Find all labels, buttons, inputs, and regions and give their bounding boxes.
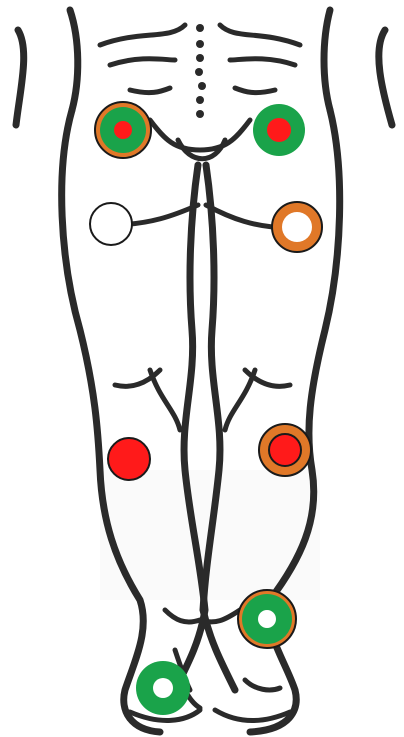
left-arm-outline [16,30,24,125]
hip-curve [150,120,250,150]
right-toe-line [245,680,280,690]
spine-dots [195,24,206,118]
left-torso-outline [70,10,78,110]
left-rib-line [110,59,175,65]
left-calf-branch-2 [150,370,180,430]
right-hip-marker [253,104,305,156]
right-knee-marker [272,202,322,252]
left-foot-marker [136,661,190,715]
right-chest-line [220,25,300,45]
left-calf-marker [108,438,150,480]
left-chest-line [100,25,185,45]
right-arm-outline [379,30,392,125]
right-abdomen-line [235,88,275,93]
right-foot-bottom [215,710,290,720]
right-rib-line [230,59,295,65]
left-hip-marker [95,102,151,158]
right-calf-branch-2 [225,370,255,430]
right-calf-marker [259,424,311,476]
left-knee-marker [90,203,132,245]
right-torso-outline [324,10,330,110]
left-abdomen-line [130,88,170,93]
right-ankle-marker [238,590,296,648]
